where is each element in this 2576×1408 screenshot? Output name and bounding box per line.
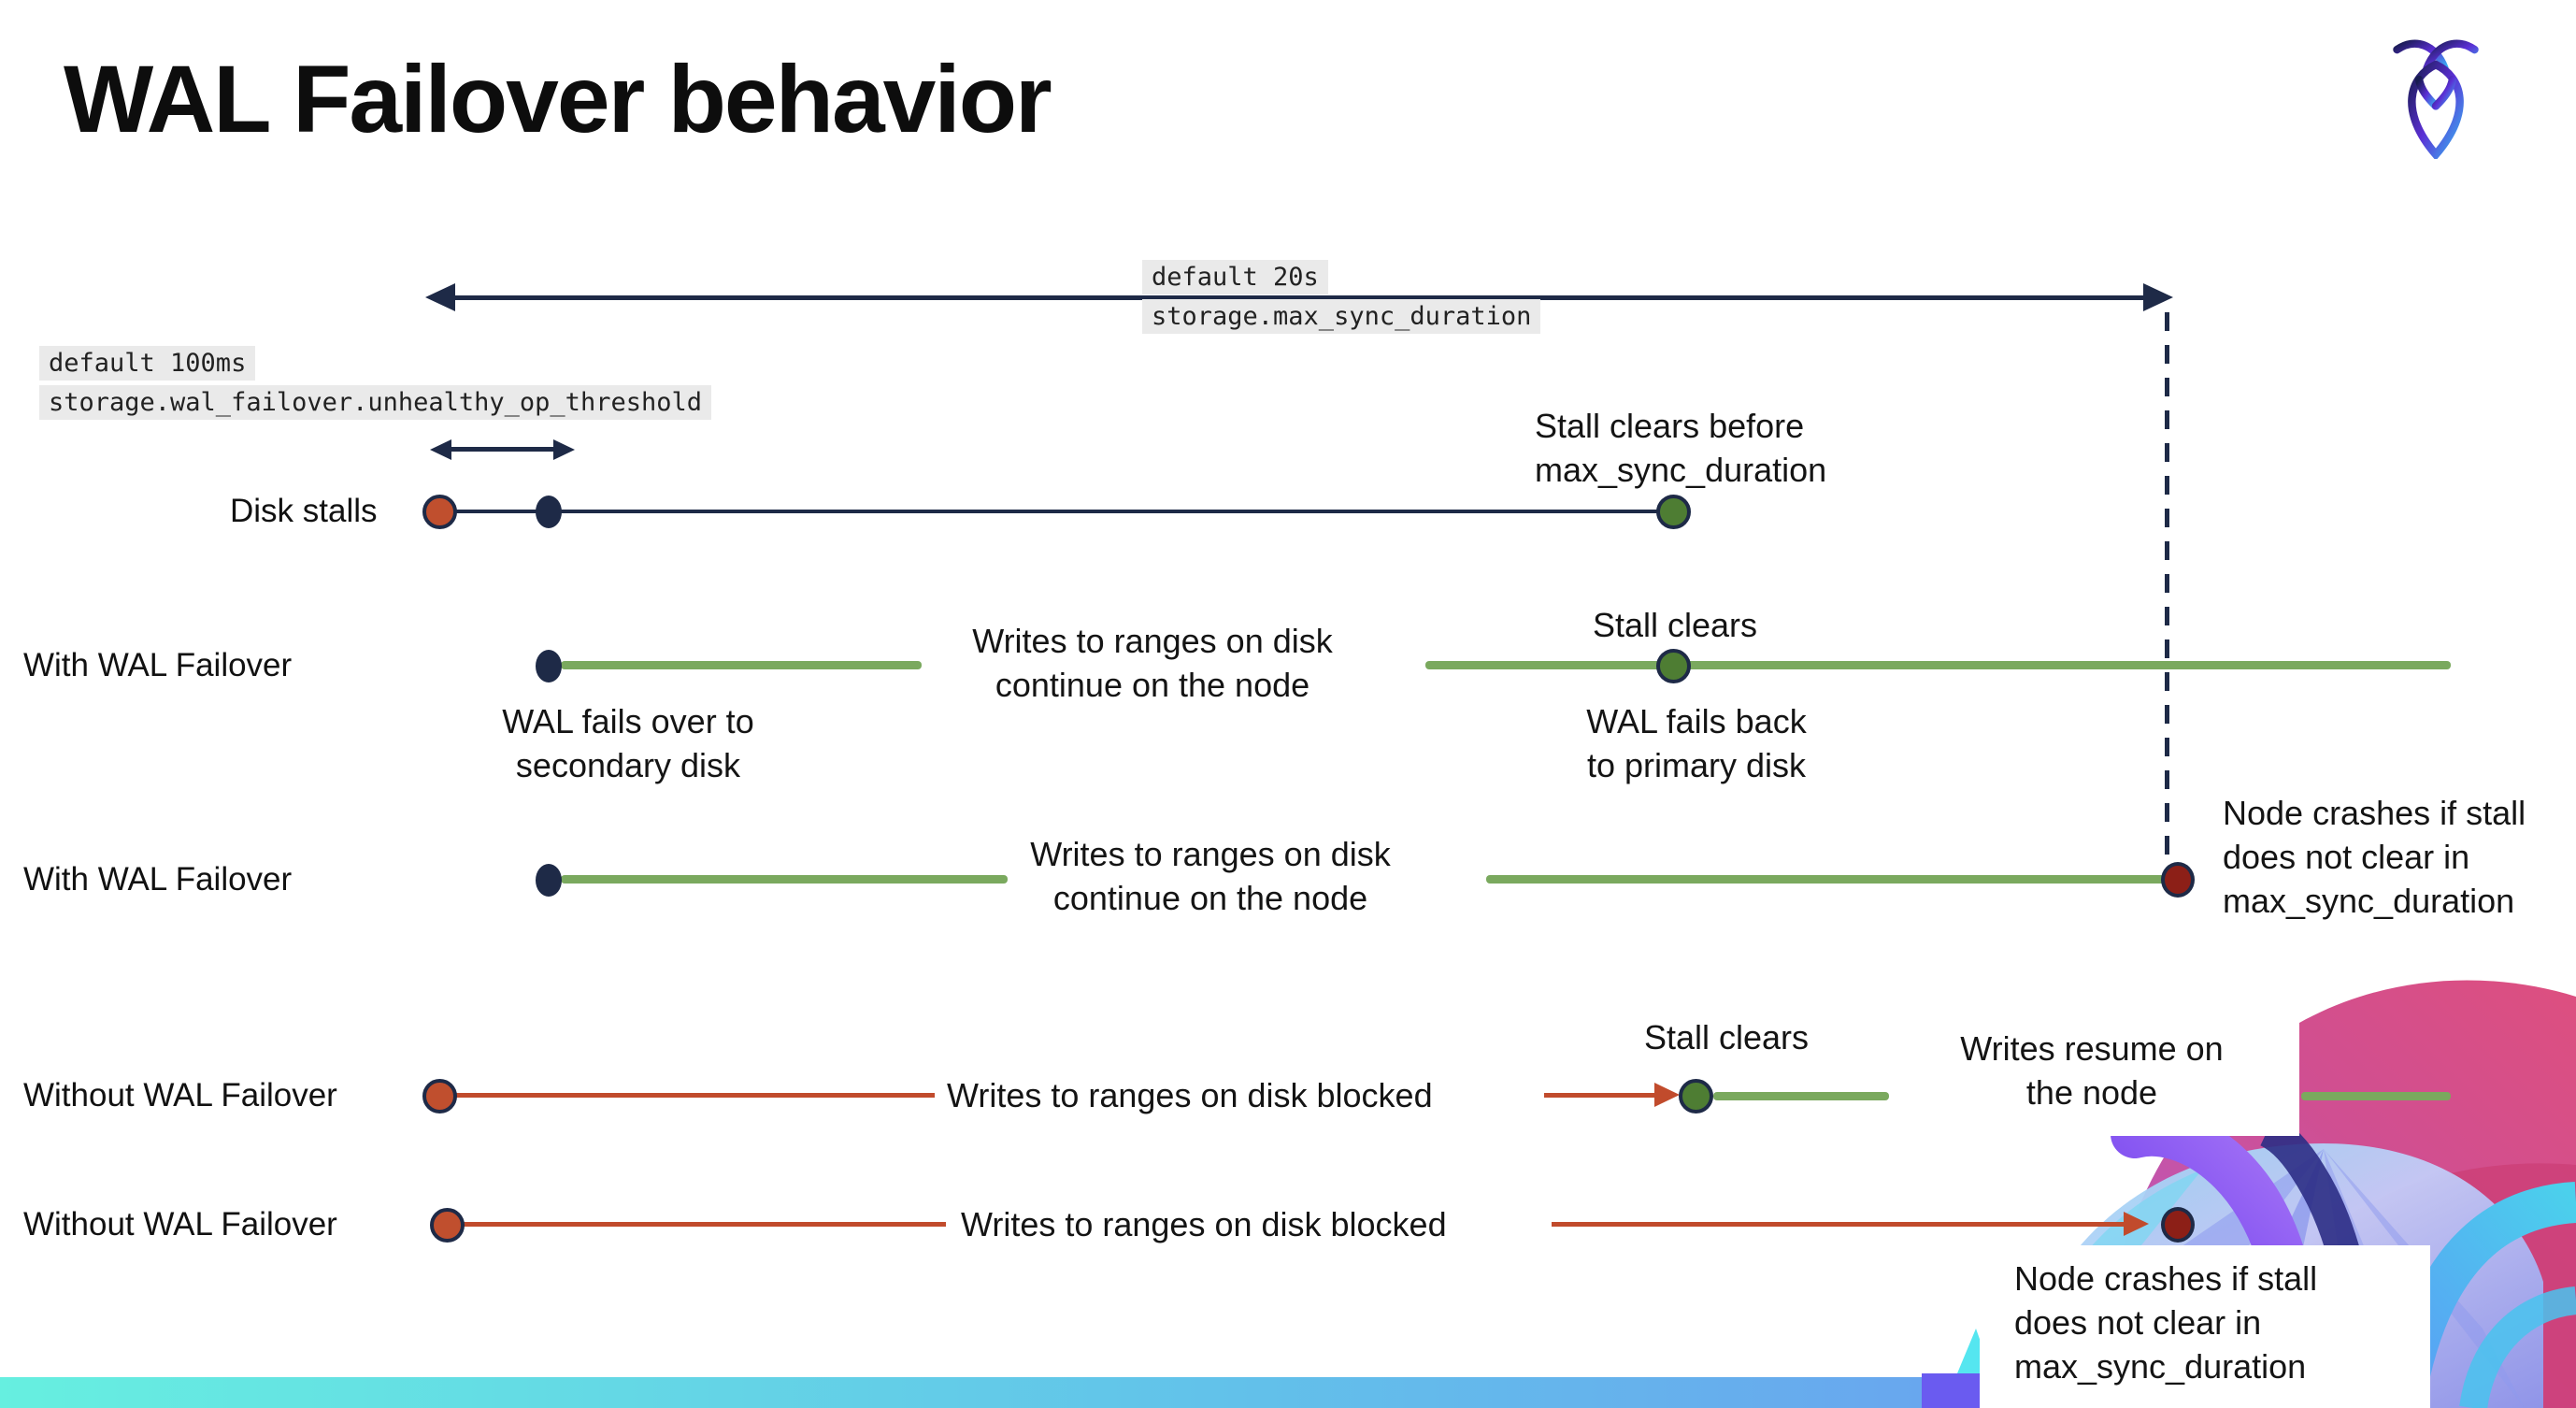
row-label-with-wal-failover: With WAL Failover: [23, 861, 293, 898]
writes-blocked-line: [1552, 1222, 2125, 1227]
stall-clears-note: Stall clears: [1643, 1018, 1810, 1056]
arrowhead-left-icon: [430, 439, 451, 460]
writes-continue-note: Writes to ranges on disk continue on the…: [972, 622, 1333, 704]
crash-note-card: [1980, 1245, 2430, 1408]
stall-clear-dot: [1679, 1079, 1713, 1113]
wal-fails-back-note: WAL fails back to primary disk: [1586, 702, 1807, 784]
threshold-setting-label: storage.wal_failover.unhealthy_op_thresh…: [39, 385, 711, 420]
node-crash-dot: [2161, 1207, 2195, 1243]
node-crash-note: Node crashes if stall does not clear in …: [2223, 794, 2526, 920]
max-sync-duration-arrow-line: [453, 295, 2147, 300]
writes-resume-line: [1713, 1092, 1889, 1100]
row-label-disk-stalls: Disk stalls: [230, 493, 378, 529]
threshold-default-label: default 100ms: [39, 346, 256, 381]
failover-dot: [536, 864, 562, 897]
stall-start-dot: [430, 1208, 465, 1243]
node-crash-note: Node crashes if stall does not clear in …: [2014, 1259, 2318, 1386]
page-title: WAL Failover behavior: [64, 46, 1052, 152]
writes-resume-line: [2301, 1092, 2451, 1100]
stall-clear-dot: [1656, 495, 1691, 529]
stall-clears-note: Stall clears: [1592, 606, 1758, 644]
max-sync-setting-label: storage.max_sync_duration: [1142, 299, 1541, 334]
writes-continue-line: [561, 661, 922, 669]
threshold-arrow-line: [451, 447, 555, 452]
row-label-without-wal-failover: Without WAL Failover: [23, 1077, 337, 1113]
failover-threshold-dot: [536, 496, 562, 528]
node-crash-dot: [2161, 862, 2195, 898]
stall-start-dot: [422, 495, 457, 529]
stall-start-dot: [422, 1079, 457, 1113]
writes-continue-line: [1486, 875, 2165, 884]
writes-blocked-line: [455, 1093, 935, 1098]
stall-clear-dot: [1656, 649, 1691, 683]
writes-blocked-line: [1544, 1093, 1658, 1098]
stall-clears-before-note: Stall clears before max_sync_duration: [1535, 407, 1827, 489]
disk-stall-timeline: [439, 510, 1673, 513]
failover-dot: [536, 650, 562, 682]
row-label-with-wal-failover: With WAL Failover: [23, 647, 293, 683]
writes-blocked-note: Writes to ranges on disk blocked: [961, 1205, 1447, 1243]
writes-blocked-line: [463, 1222, 946, 1227]
red-arrowhead-icon: [2124, 1212, 2149, 1236]
dashed-deadline-line: [2165, 312, 2169, 862]
resume-note-card: [1888, 1010, 2299, 1136]
writes-resume-note: Writes resume on the node: [1960, 1029, 2224, 1112]
writes-continue-line: [561, 875, 1008, 884]
row-label-without-wal-failover: Without WAL Failover: [23, 1206, 337, 1243]
max-sync-default-label: default 20s: [1142, 260, 1328, 295]
red-arrowhead-icon: [1654, 1083, 1680, 1107]
cockroachdb-logo-icon: [2393, 39, 2479, 159]
wal-fails-over-note: WAL fails over to secondary disk: [502, 702, 754, 784]
arrowhead-right-icon: [2143, 283, 2173, 311]
arrowhead-right-icon: [553, 439, 575, 460]
writes-continue-line: [1425, 661, 2451, 669]
writes-continue-note: Writes to ranges on disk continue on the…: [1030, 835, 1391, 917]
writes-blocked-note: Writes to ranges on disk blocked: [947, 1076, 1433, 1114]
arrowhead-left-icon: [425, 283, 455, 311]
